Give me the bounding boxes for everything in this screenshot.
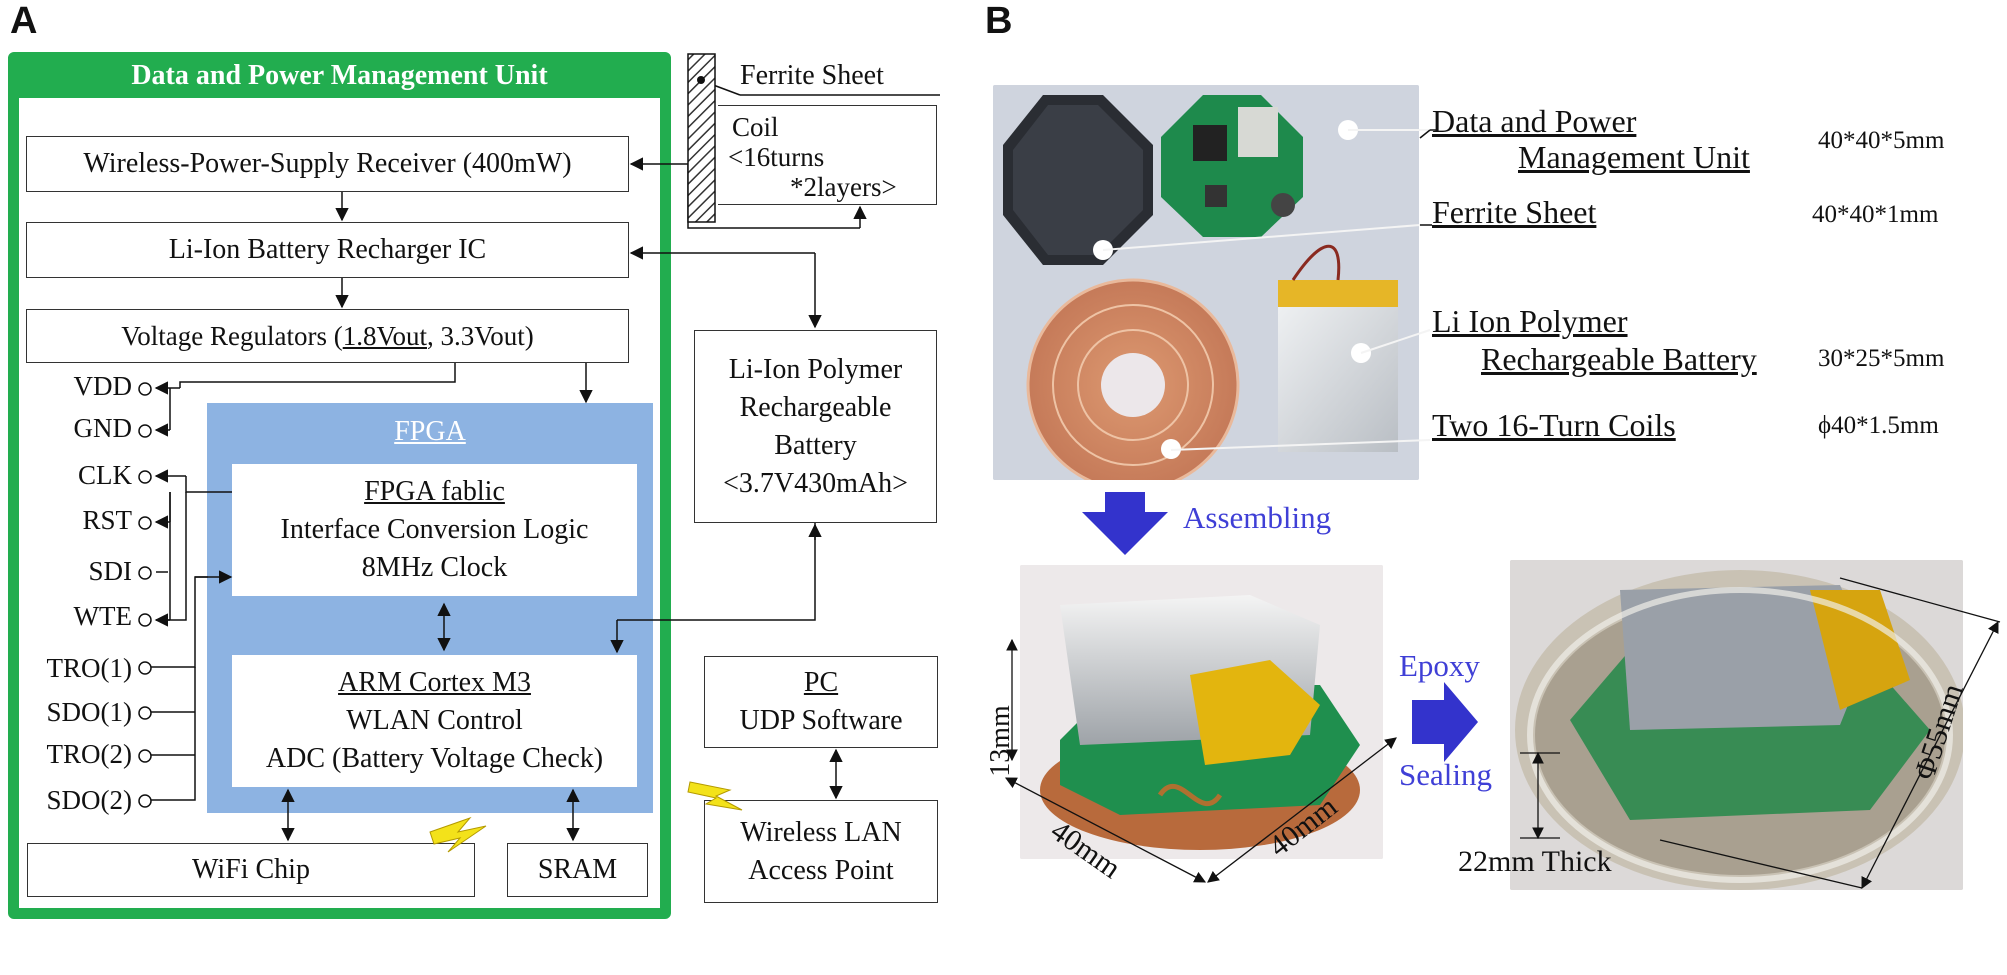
ap-line2: Access Point (748, 854, 894, 886)
regulators-block: Voltage Regulators (1.8Vout, 3.3Vout) (26, 309, 629, 363)
ferrite-photo-label: Ferrite Sheet (1432, 194, 1597, 230)
pin-vdd: VDD (73, 371, 133, 401)
wifi-chip-label: WiFi Chip (192, 854, 310, 885)
pin-sdi: SDI (88, 556, 132, 586)
arm-cortex-block: ARM Cortex M3 WLAN Control ADC (Battery … (232, 655, 637, 787)
sram-block: SRAM (507, 843, 648, 897)
management-unit-frame (8, 52, 671, 919)
dpmu-label-line2: Management Unit (1518, 139, 1750, 175)
receiver-label: Wireless-Power-Supply Receiver (400mW) (83, 148, 572, 179)
recharger-block: Li-Ion Battery Recharger IC (26, 222, 629, 278)
coil-line1: Coil (732, 112, 779, 142)
pin-tro2: TRO(2) (46, 739, 132, 769)
dpmu-label-line1: Data and Power (1432, 103, 1637, 139)
recharger-label: Li-Ion Battery Recharger IC (168, 234, 487, 265)
regulators-label: Voltage Regulators (1.8Vout, 3.3Vout) (121, 321, 534, 351)
pin-rst: RST (82, 505, 132, 535)
sram-label: SRAM (537, 854, 618, 885)
pin-gnd: GND (73, 413, 133, 443)
battery-block: Li-Ion Polymer Rechargeable Battery <3.7… (694, 330, 937, 523)
coils-photo-label: Two 16-Turn Coils (1432, 407, 1676, 443)
panel-label-a: A (10, 0, 38, 42)
ferrite-sheet-label: Ferrite Sheet (740, 60, 884, 91)
arm-line1: WLAN Control (346, 705, 523, 736)
sealing-label: Sealing (1399, 757, 1492, 792)
wireless-bolt-icon (429, 816, 487, 853)
assembling-label: Assembling (1183, 500, 1332, 535)
pin-wte: WTE (73, 601, 132, 631)
panel-label-b: B (985, 0, 1013, 42)
sealing-arrow-icon (1412, 682, 1478, 762)
wifi-chip-block: WiFi Chip (27, 843, 475, 897)
battery-line3: Battery (774, 429, 857, 461)
battery-line1: Li-Ion Polymer (728, 353, 903, 385)
ap-line1: Wireless LAN (740, 816, 902, 848)
pin-sdo2: SDO(2) (46, 785, 133, 815)
coil-block: Coil <16turns *2layers> (718, 105, 937, 205)
fpga-fabric-title: FPGA fablic (364, 476, 505, 507)
receiver-block: Wireless-Power-Supply Receiver (400mW) (26, 136, 629, 192)
ferrite-dimension: 40*40*1mm (1812, 201, 1939, 228)
fpga-title: FPGA (394, 416, 466, 447)
battery-line2: Rechargeable (739, 391, 892, 423)
thickness-22mm: 22mm Thick (1458, 845, 1612, 878)
dpmu-dimension: 40*40*5mm (1818, 127, 1945, 154)
pin-clk: CLK (78, 460, 132, 490)
battery-dimension: 30*25*5mm (1818, 345, 1945, 372)
pc-title: PC (803, 667, 839, 698)
fpga-fabric-line2: 8MHz Clock (361, 552, 508, 583)
wireless-bolt-icon-ap (687, 781, 743, 811)
pin-sdo1: SDO(1) (46, 697, 133, 727)
coil-line3: *2layers> (790, 172, 897, 202)
assembling-arrow-icon (1082, 492, 1168, 555)
ferrite-sheet-icon (687, 53, 716, 223)
access-point-block: Wireless LAN Access Point (704, 800, 938, 903)
battery-photo-label-line1: Li Ion Polymer (1432, 303, 1628, 339)
components-photo (993, 85, 1419, 480)
coils-dimension: ϕ40*1.5mm (1818, 412, 1939, 439)
pin-tro1: TRO(1) (46, 653, 132, 683)
arm-line2: ADC (Battery Voltage Check) (265, 743, 604, 774)
arm-title: ARM Cortex M3 (338, 667, 531, 698)
fpga-fabric-block: FPGA fablic Interface Conversion Logic 8… (232, 464, 637, 596)
battery-photo-label-line2: Rechargeable Battery (1481, 341, 1757, 377)
fpga-fabric-line1: Interface Conversion Logic (280, 514, 589, 545)
battery-line4: <3.7V430mAh> (723, 467, 908, 499)
management-unit-title: Data and Power Management Unit (131, 60, 548, 91)
pc-block: PC UDP Software (704, 656, 938, 748)
pc-line1: UDP Software (739, 705, 903, 736)
epoxy-label: Epoxy (1399, 648, 1480, 683)
coil-line2: <16turns (728, 142, 825, 172)
